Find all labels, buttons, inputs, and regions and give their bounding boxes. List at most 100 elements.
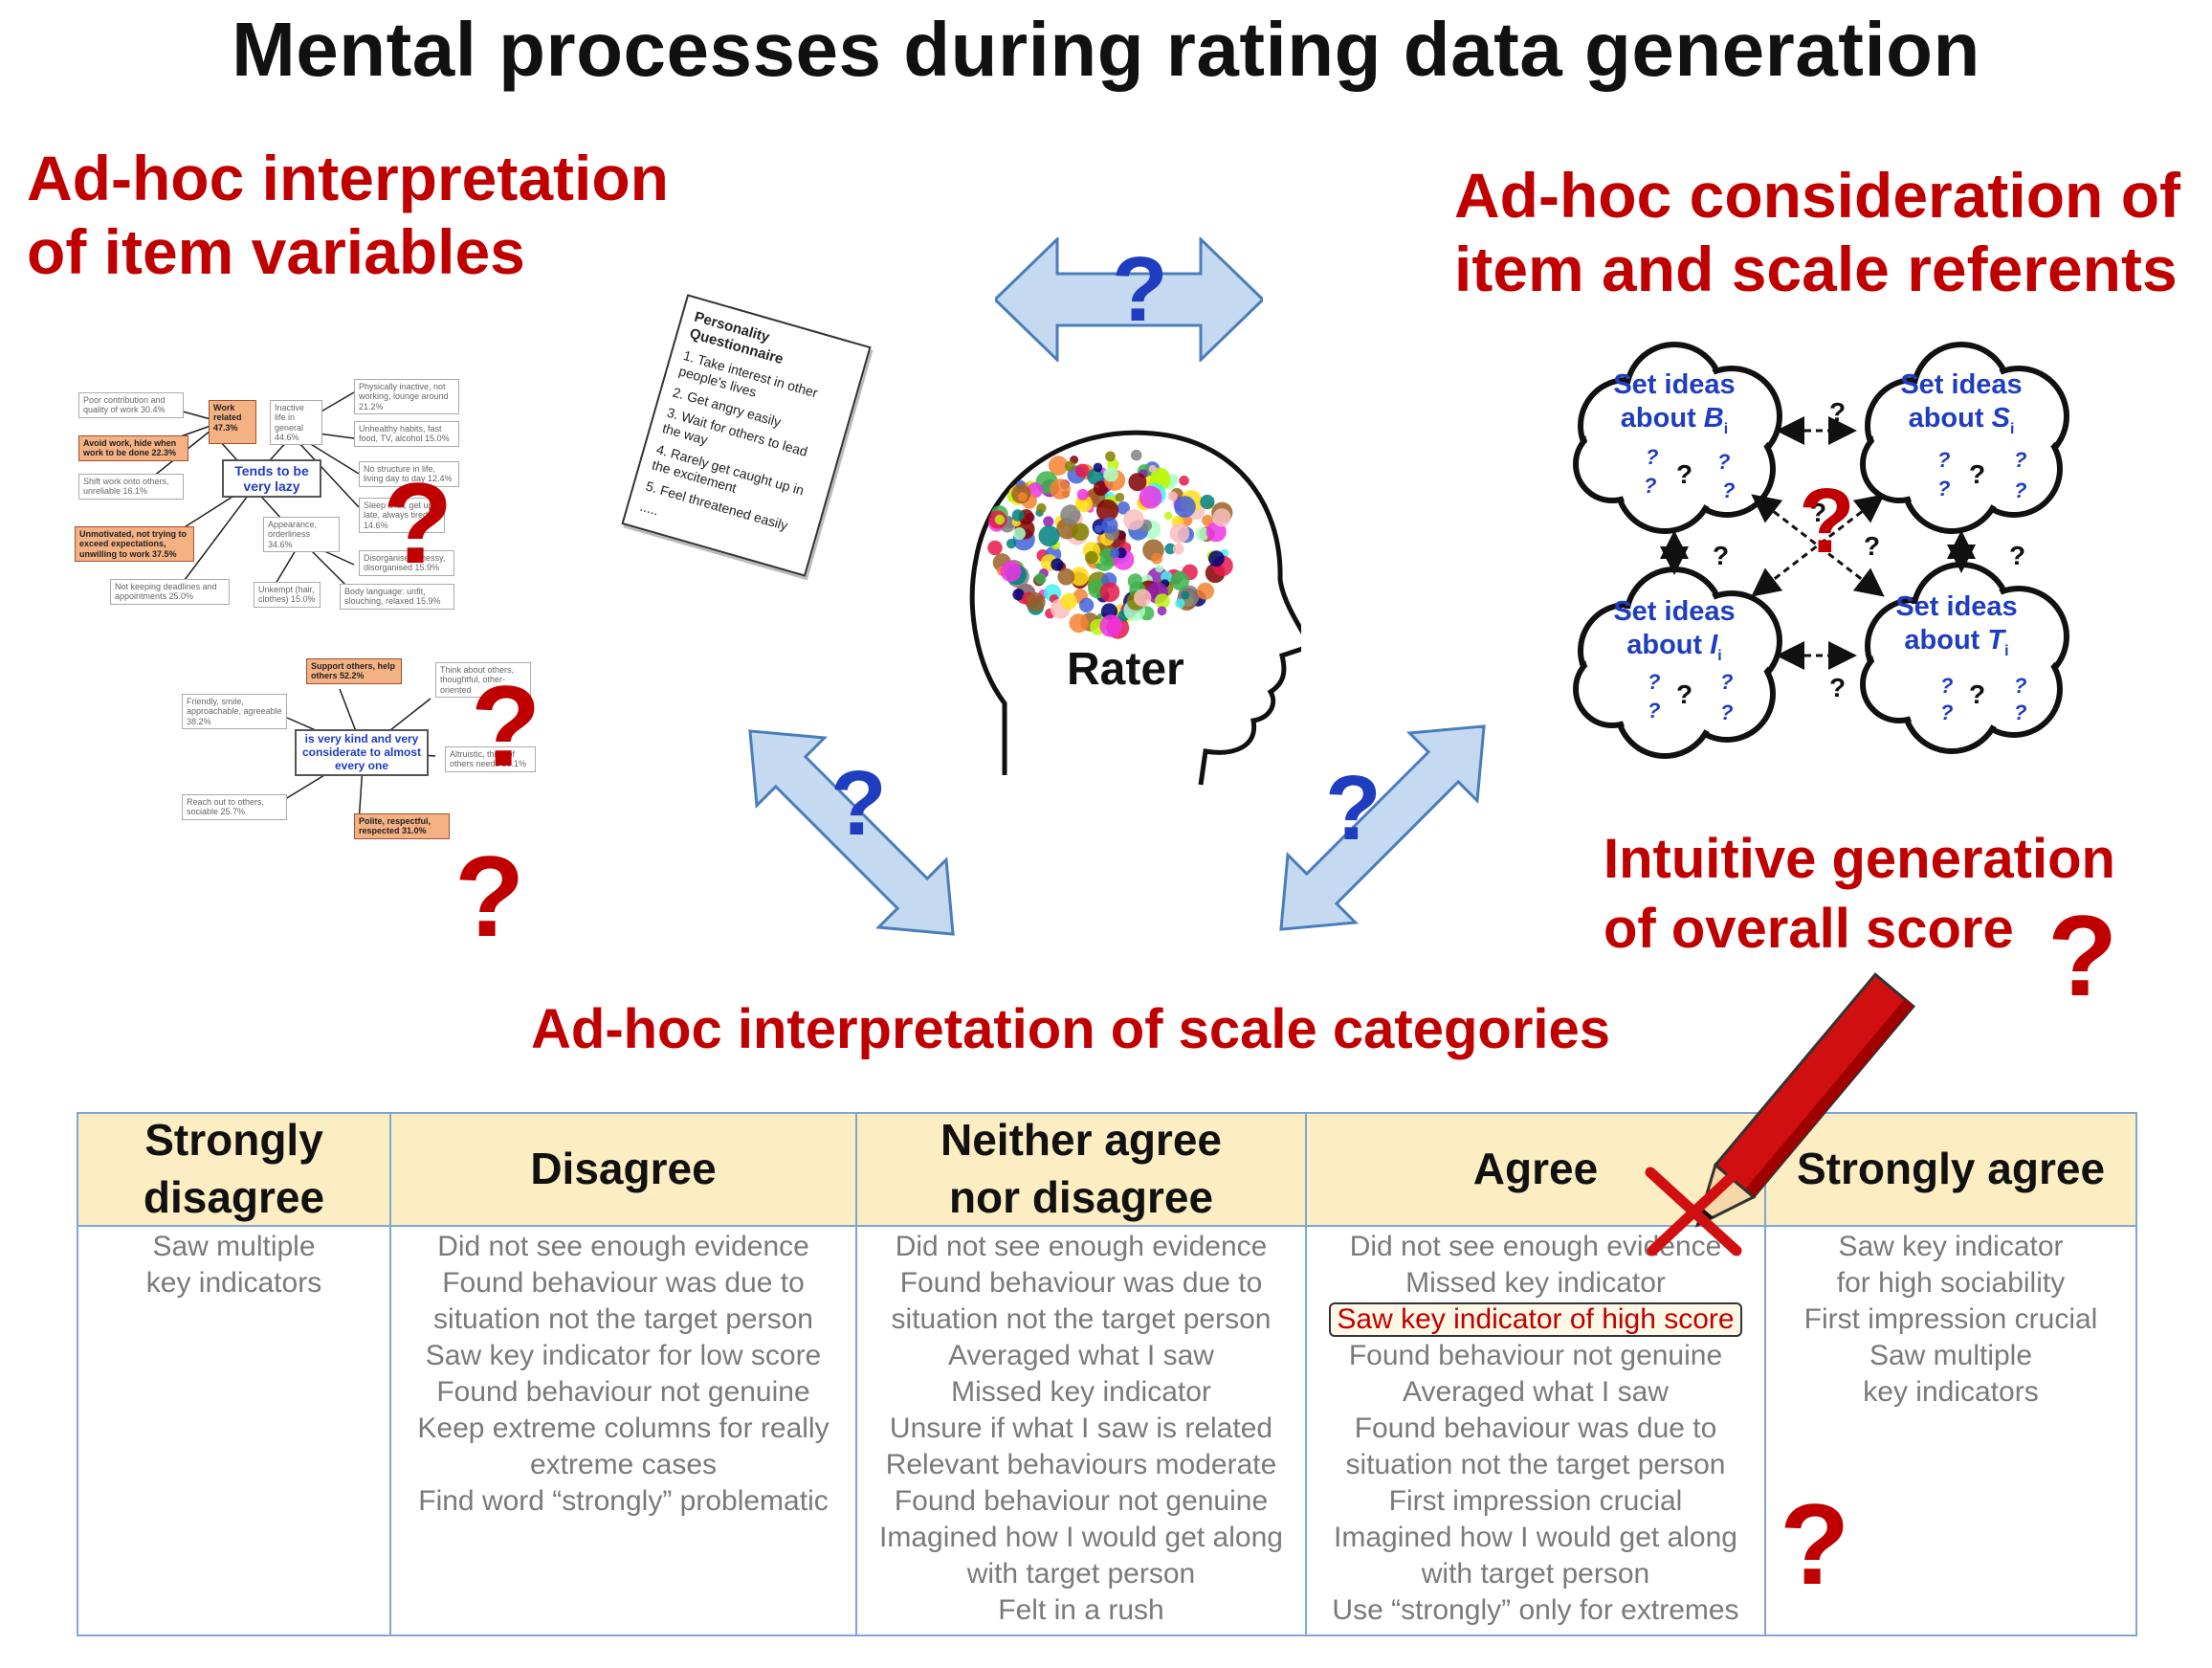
brain-dot <box>1174 496 1196 518</box>
brain-dot <box>1011 509 1025 522</box>
reason-item: Imagined how I would get along <box>879 1522 1283 1553</box>
mindmap-center: is very kind and very considerate to alm… <box>295 729 429 777</box>
brain-dot <box>1064 460 1075 472</box>
cloud-var: B <box>1703 402 1724 434</box>
double-arrow-icon <box>1279 724 1486 931</box>
reason-item: situation not the target person <box>891 1303 1272 1335</box>
brain-dot <box>1057 567 1075 586</box>
cloud-label-t: Set ideas about Ti <box>1861 590 2052 660</box>
brain-dot <box>1155 564 1163 573</box>
mindmap-node: Work related 47.3% <box>209 400 256 444</box>
column-neither: Neither agree nor disagree Did not see en… <box>855 1114 1305 1635</box>
cloud-label-s: Set ideas about Si <box>1866 368 2057 438</box>
reason-item: Averaged what I saw <box>1403 1376 1669 1408</box>
mindmap-node: Inactive life in general 44.6% <box>270 400 322 446</box>
reason-item: Found behaviour was due to <box>1354 1412 1717 1444</box>
reason-item: First impression crucial <box>1388 1485 1683 1517</box>
brain-dot <box>1076 488 1089 500</box>
brain-dot <box>1150 467 1170 487</box>
page-title: Mental processes during rating data gene… <box>232 7 1980 92</box>
cloud-sub: i <box>1723 420 1729 437</box>
mindmap-node: Friendly, smile, approachable, agreeable… <box>182 694 287 730</box>
reason-item: Saw multiple <box>1869 1340 2033 1371</box>
header-line: Neither agree <box>940 1115 1222 1166</box>
mindmap-node: Support others, help others 52.2% <box>306 658 402 684</box>
header-line: Strongly agree <box>1796 1144 2106 1194</box>
mindmap-node: Shift work onto others, unreliable 16.1% <box>78 474 184 500</box>
brain-dot <box>1170 571 1190 590</box>
cloud-label: Set ideas <box>1613 596 1736 627</box>
header-line: Agree <box>1472 1144 1599 1194</box>
question-mark-icon: ? <box>454 833 525 961</box>
reason-item: Found behaviour was due to <box>899 1267 1263 1299</box>
mindmap-kind: Support others, help others 52.2% Think … <box>172 651 555 861</box>
brain-dot <box>1026 592 1046 612</box>
brain-dot <box>1078 597 1095 612</box>
brain-dot <box>1169 523 1190 544</box>
brain-dot <box>994 514 1006 525</box>
brain-dot <box>1034 572 1047 585</box>
reason-item: for high sociability <box>1836 1267 2066 1299</box>
column-strongly-agree: Strongly agree Saw key indicator for hig… <box>1764 1114 2135 1635</box>
brain-dot <box>1157 606 1167 616</box>
question-mark-icon: ? <box>1646 445 1659 469</box>
brain-dot <box>1051 558 1064 571</box>
column-header: Strongly agree <box>1766 1114 2135 1227</box>
reason-list: Did not see enough evidence Found behavi… <box>857 1227 1305 1629</box>
reason-list: Saw multiple key indicators <box>78 1227 389 1301</box>
heading-referents: Ad-hoc consideration of item and scale r… <box>1454 159 2180 305</box>
question-mark-icon: ? <box>1864 531 1881 561</box>
column-header: Neither agree nor disagree <box>857 1114 1305 1227</box>
highlighted-reason: Saw key indicator of high score <box>1329 1302 1742 1337</box>
brain-dot <box>1123 509 1144 530</box>
brain-dot <box>1197 582 1214 600</box>
brain-dot <box>1085 550 1098 565</box>
question-mark-icon: ? <box>1829 673 1847 702</box>
brain-dot <box>1013 527 1026 540</box>
question-mark-icon: ? <box>830 752 887 855</box>
cloud-sub: i <box>2004 642 2009 659</box>
column-header: Disagree <box>391 1114 855 1227</box>
brain-dot <box>1093 462 1103 473</box>
reason-item: Found behaviour not genuine <box>1348 1340 1723 1371</box>
question-mark-icon: ? <box>1722 478 1736 502</box>
brain-dot <box>1139 485 1162 509</box>
brain-dot <box>1148 464 1157 473</box>
brain-dot <box>1105 451 1116 462</box>
brain-dot <box>1060 592 1077 611</box>
cloud-var: I <box>1710 629 1718 660</box>
pencil-icon <box>1694 972 1916 1229</box>
brain-dot <box>1038 525 1060 547</box>
mindmap-node: Think about others, thoughtful, other-or… <box>435 662 531 699</box>
question-mark-icon: ? <box>1720 701 1734 724</box>
brain-dot <box>1181 590 1190 600</box>
mindmap-node: Body language: unfit, slouching, relaxed… <box>340 584 454 610</box>
brain-dot <box>1109 547 1120 559</box>
brain-dot <box>1103 467 1118 482</box>
brain-dot <box>1074 463 1090 478</box>
question-mark-icon: ? <box>1648 699 1661 723</box>
question-mark-icon: ? <box>1676 459 1693 489</box>
reason-item: Use “strongly” only for extremes <box>1332 1594 1739 1626</box>
cloud-about: about <box>1620 402 1704 434</box>
question-mark-icon: ? <box>1940 674 1954 698</box>
header-line: Strongly <box>144 1115 323 1166</box>
heading-line: Ad-hoc interpretation <box>27 143 669 213</box>
mindmap-center: Tends to be very lazy <box>222 459 321 499</box>
cloud-label: Set ideas <box>1895 591 2018 622</box>
reason-item: Did not see enough evidence <box>895 1231 1268 1262</box>
header-line: nor disagree <box>948 1172 1214 1222</box>
brain-dot <box>1117 501 1130 515</box>
reason-item: Found behaviour was due to <box>442 1267 805 1299</box>
question-mark-icon: ? <box>1937 448 1951 472</box>
heading-line: Intuitive generation <box>1604 828 2115 890</box>
reason-item: with target person <box>966 1558 1196 1590</box>
brain-dots <box>987 449 1233 639</box>
brain-dot <box>1164 511 1173 521</box>
reason-item: key indicators <box>1863 1376 2039 1408</box>
header-line: Disagree <box>530 1144 717 1194</box>
brain-dot <box>1017 492 1028 501</box>
brain-dot <box>1060 504 1081 525</box>
question-mark-icon: ? <box>1937 477 1951 500</box>
